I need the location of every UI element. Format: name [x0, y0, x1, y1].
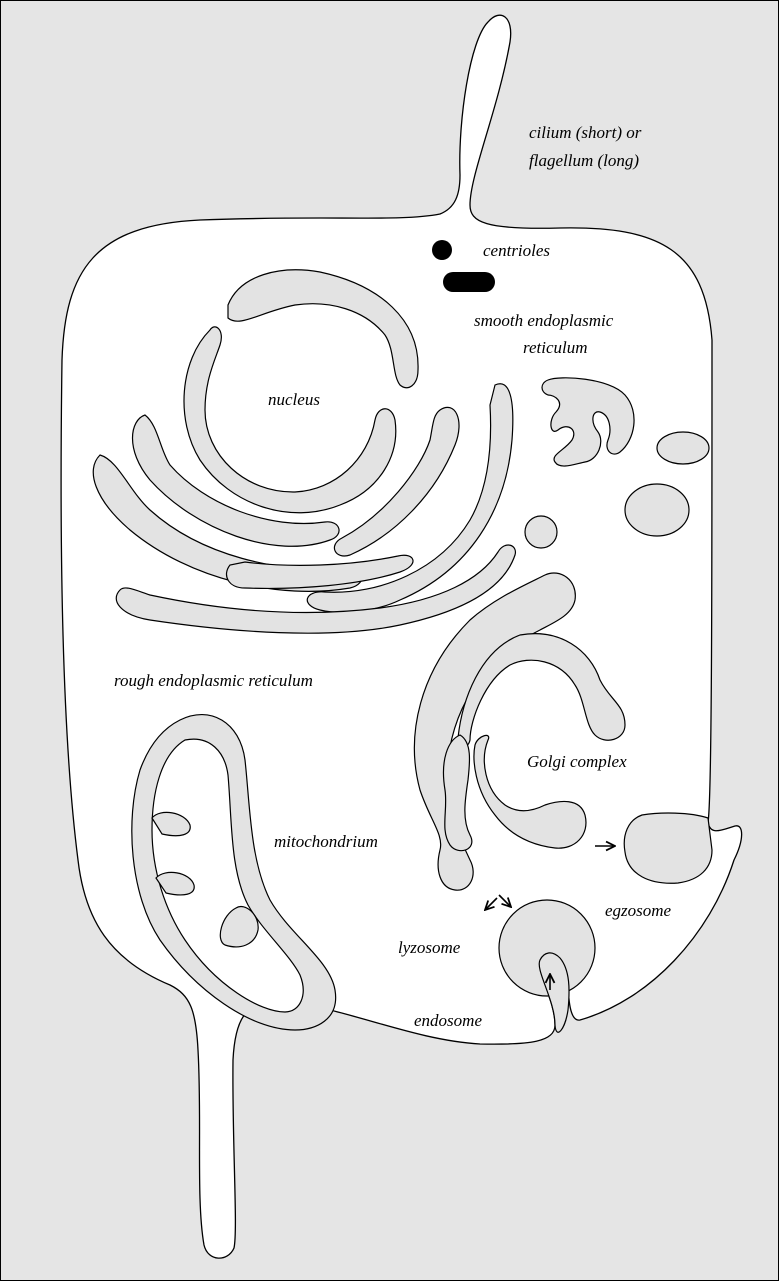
- ser-vesicle-3: [525, 516, 557, 548]
- endosome-label: endosome: [414, 1011, 482, 1030]
- golgi-label: Golgi complex: [527, 752, 627, 771]
- cilium-label-2: flagellum (long): [529, 151, 639, 170]
- centrioles-label: centrioles: [483, 241, 550, 260]
- centriole-dot: [432, 240, 452, 260]
- rer-label: rough endoplasmic reticulum: [114, 671, 313, 690]
- egzosome-label: egzosome: [605, 901, 672, 920]
- centriole-bar: [443, 272, 495, 292]
- ser-label-1: smooth endoplasmic: [474, 311, 614, 330]
- lyzosome-label: lyzosome: [398, 938, 461, 957]
- ser-label-2: reticulum: [523, 338, 588, 357]
- cilium-label-1: cilium (short) or: [529, 123, 642, 142]
- ser-vesicle-2: [625, 484, 689, 536]
- egzosome-shape: [624, 813, 712, 883]
- ser-vesicle-1: [657, 432, 709, 464]
- nucleus-label: nucleus: [268, 390, 320, 409]
- mitochondrium-label: mitochondrium: [274, 832, 378, 851]
